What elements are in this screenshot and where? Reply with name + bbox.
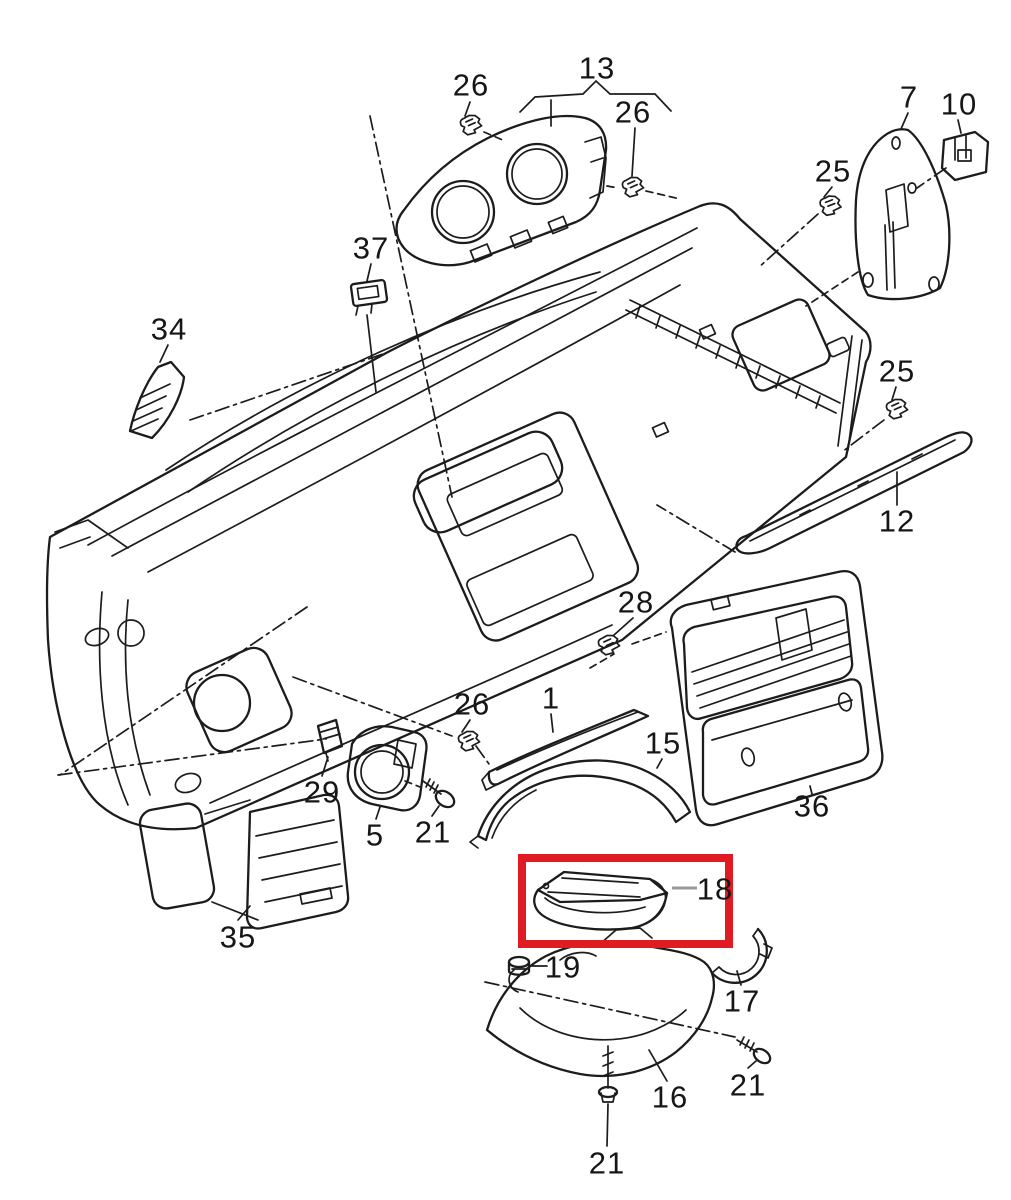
part-15-upper-column-shroud bbox=[469, 758, 692, 849]
highlight-box-part-18 bbox=[518, 854, 733, 948]
part-34-air-vent-grille bbox=[128, 344, 186, 440]
part-29-clip bbox=[316, 718, 344, 777]
part-21-screw-a bbox=[404, 778, 456, 817]
retaining-clip-26-top-left bbox=[458, 113, 484, 137]
part-12-trim-strip bbox=[735, 431, 973, 555]
retaining-clip-28 bbox=[596, 633, 622, 657]
part-16-lower-column-cover bbox=[485, 927, 716, 1082]
part-17-retaining-ring bbox=[710, 927, 773, 986]
label-13-bracket bbox=[519, 79, 672, 127]
part-21-screw-c bbox=[597, 1045, 619, 1147]
retaining-clip-26-top-right bbox=[620, 175, 646, 199]
retaining-clip-25-upper bbox=[818, 194, 843, 217]
part-5-ring-bezel bbox=[346, 725, 428, 820]
part-13-instrument-cluster-bezel bbox=[395, 114, 608, 267]
part-35-air-vent bbox=[138, 793, 350, 930]
reference-lines bbox=[57, 101, 947, 1038]
part-21-screw-b bbox=[736, 1036, 772, 1069]
part-36-center-vent-assembly bbox=[669, 570, 884, 827]
part-18-storage-tray bbox=[533, 870, 697, 931]
part-37-sensor bbox=[349, 263, 389, 393]
retaining-clip-25-right bbox=[884, 397, 910, 421]
dashboard-body bbox=[45, 202, 872, 831]
part-1-trim-strip bbox=[481, 708, 650, 791]
part-10-connector bbox=[940, 119, 990, 182]
part-7-end-panel bbox=[854, 112, 951, 301]
